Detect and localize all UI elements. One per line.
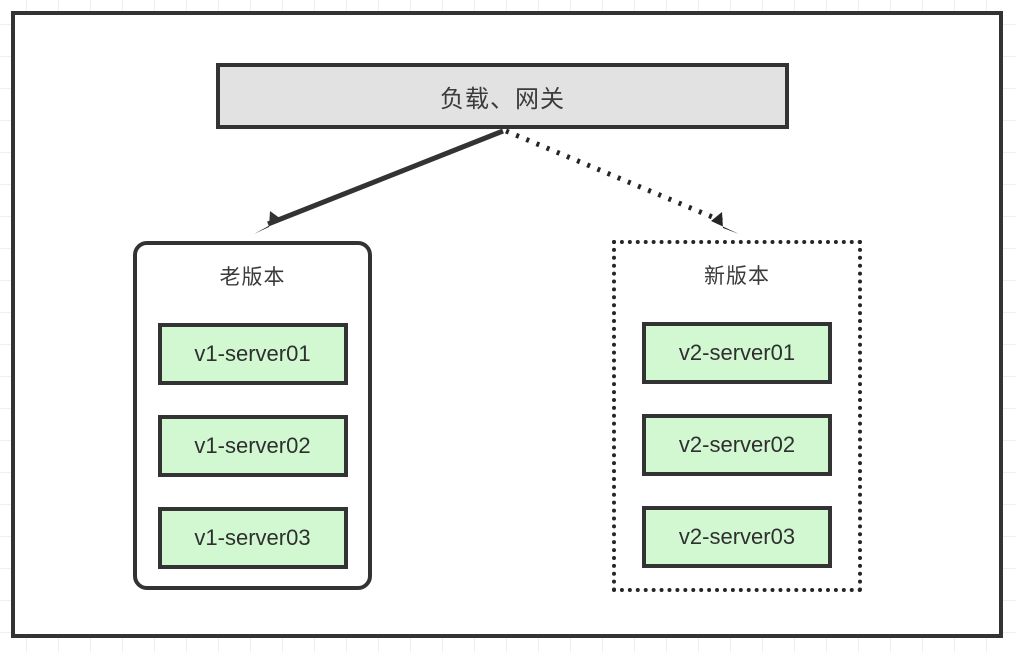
server-node-v2-server01[interactable]: v2-server01 bbox=[642, 322, 832, 384]
server-label: v2-server01 bbox=[678, 340, 796, 365]
group-old-version-server-stack: v1-server01 v1-server02 v1-server03 bbox=[137, 323, 368, 569]
server-label: v1-server03 bbox=[194, 525, 311, 550]
group-new-version-server-stack: v2-server01 v2-server02 v2-server03 bbox=[616, 322, 858, 568]
group-new-version-title: 新版本 bbox=[704, 265, 770, 288]
server-label: v2-server03 bbox=[678, 524, 796, 549]
group-new-version[interactable]: 新版本 v2-server01 v2-server02 v2-server03 bbox=[612, 240, 862, 592]
server-node-v2-server03[interactable]: v2-server03 bbox=[642, 506, 832, 568]
group-old-version[interactable]: 老版本 v1-server01 v1-server02 v1-server03 bbox=[133, 241, 372, 590]
group-old-version-title: 老版本 bbox=[219, 266, 286, 289]
server-label: v1-server01 bbox=[194, 341, 311, 366]
server-node-v1-server03[interactable]: v1-server03 bbox=[157, 507, 348, 569]
server-label: v2-server02 bbox=[678, 432, 796, 457]
server-label: v1-server02 bbox=[194, 433, 311, 458]
gateway-label: 负载、网关 bbox=[440, 85, 565, 113]
server-node-v2-server02[interactable]: v2-server02 bbox=[642, 414, 832, 476]
gateway-node[interactable]: 负载、网关 bbox=[216, 63, 789, 129]
server-node-v1-server02[interactable]: v1-server02 bbox=[157, 415, 348, 477]
server-node-v1-server01[interactable]: v1-server01 bbox=[157, 323, 348, 385]
